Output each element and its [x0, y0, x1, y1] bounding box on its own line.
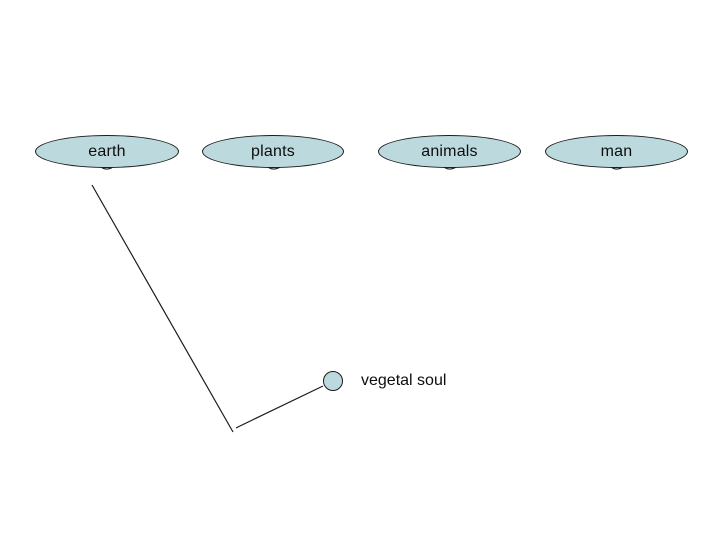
line-to-vegetal-soul	[235, 385, 324, 429]
line-earth-descent	[91, 184, 234, 433]
node-man-label: man	[600, 142, 633, 160]
vegetal-soul-label: vegetal soul	[361, 372, 447, 389]
vegetal-soul-circle	[323, 371, 343, 391]
node-animals: animals	[378, 135, 521, 168]
node-earth: earth	[35, 135, 179, 168]
node-animals-label: animals	[421, 142, 478, 160]
node-plants: plants	[202, 135, 344, 168]
node-man: man	[545, 135, 688, 168]
node-plants-label: plants	[251, 142, 295, 160]
node-earth-label: earth	[88, 142, 126, 160]
